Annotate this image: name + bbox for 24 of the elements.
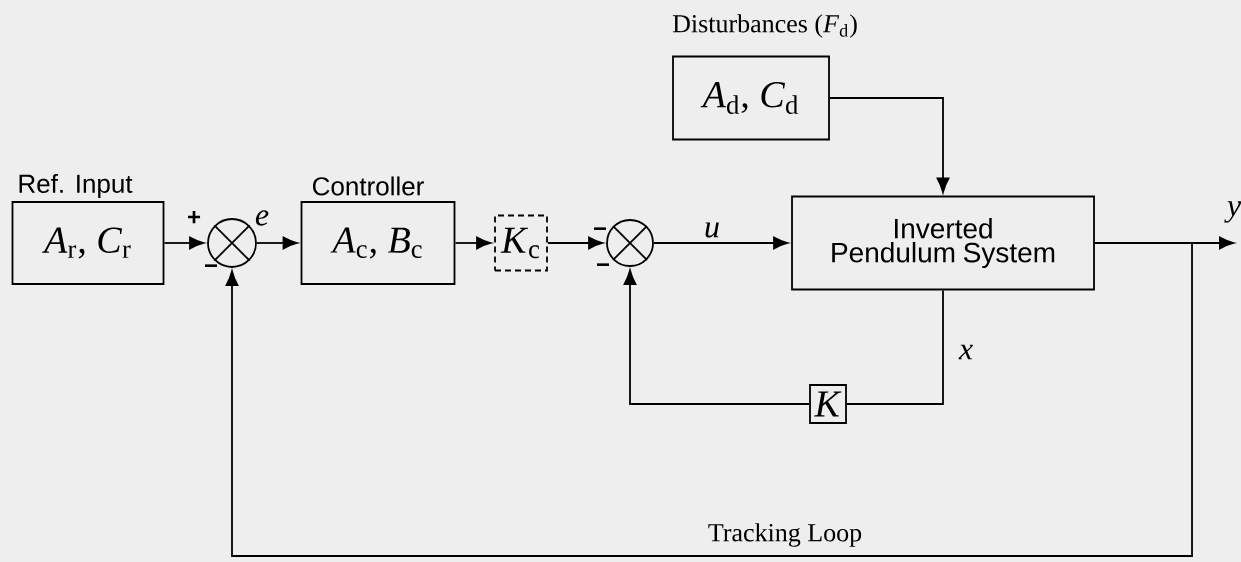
sign-label: − [594,227,606,230]
arrow [454,236,492,250]
arrow [256,236,298,250]
block-box: A$_{d}$, C$_{d}$ [672,55,830,141]
block-box: K [809,384,847,424]
arrow [225,242,1193,557]
block-heading: Ref. Input [19,173,133,199]
block-box: K$_{c}$ [494,214,548,272]
arrow [163,236,205,250]
sign-label: − [205,264,217,267]
edge-label: u [702,220,722,240]
block-box: A$_{r}$, C$_{r}$ [11,201,165,285]
edge-label: Tracking Loop [705,521,865,549]
sign-label: + [188,210,201,224]
arrow [829,97,950,193]
arrow [547,236,604,250]
block-box: Inverted Pendulum System [791,195,1095,291]
summing-junction [207,218,257,268]
block-box: A$_{c}$, B$_{c}$ [300,201,456,285]
sign-label: − [597,263,609,266]
block-heading: Disturbances (F$_{d}$) [672,14,857,38]
block-heading: Controller [312,176,424,196]
arrow [653,236,789,250]
arrow [623,269,810,405]
